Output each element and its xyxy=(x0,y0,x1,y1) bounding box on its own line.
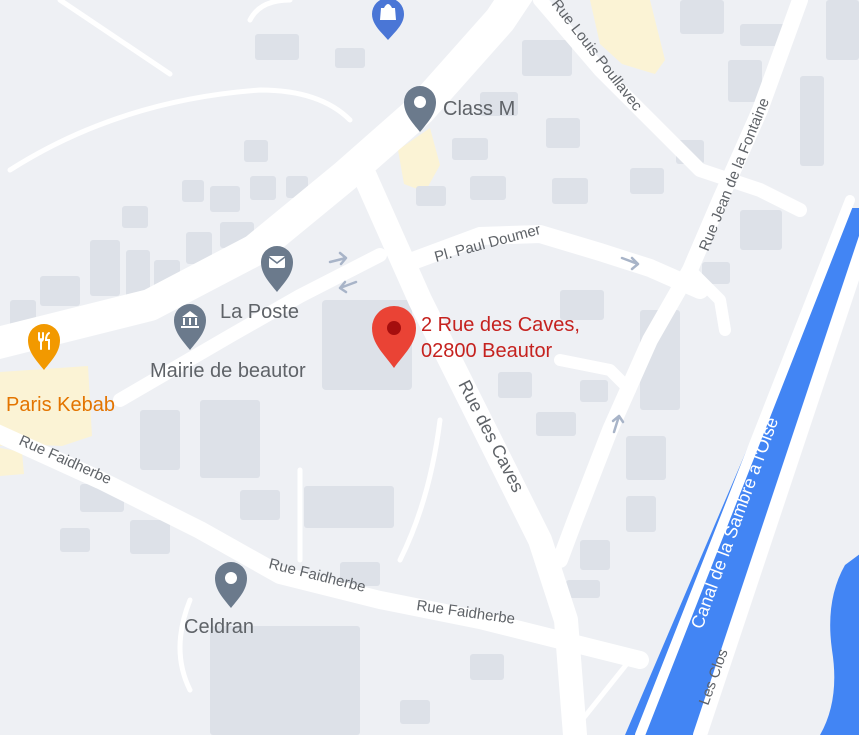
poi-shop[interactable] xyxy=(372,0,404,40)
building xyxy=(240,490,280,520)
footpath xyxy=(177,597,193,693)
poi-mairie[interactable]: Mairie de beautor xyxy=(150,304,306,382)
building xyxy=(560,290,604,320)
poi-label-la-poste: La Poste xyxy=(220,301,299,323)
building xyxy=(552,178,588,204)
connector-road xyxy=(554,354,636,396)
building xyxy=(800,76,824,166)
river-water xyxy=(820,554,859,735)
poi-label-celdran: Celdran xyxy=(184,616,254,638)
poi-label-paris-kebab: Paris Kebab xyxy=(6,394,115,416)
building xyxy=(60,528,90,552)
rue-faidherbe-road xyxy=(0,424,649,669)
building xyxy=(826,0,859,60)
building xyxy=(470,176,506,200)
building xyxy=(200,400,260,478)
canal-towpath xyxy=(693,235,859,735)
one-way-arrows xyxy=(328,251,640,434)
selected-pin-dot xyxy=(387,321,401,335)
building xyxy=(702,262,730,284)
yellow-area-class-m xyxy=(398,128,440,192)
building xyxy=(255,34,299,60)
building xyxy=(182,180,204,202)
poi-celdran[interactable]: Celdran xyxy=(184,562,254,638)
building xyxy=(140,410,180,470)
footpath xyxy=(397,417,443,563)
building xyxy=(40,276,80,306)
yellow-areas xyxy=(0,0,665,476)
building xyxy=(90,240,120,296)
building xyxy=(566,580,600,598)
building xyxy=(470,654,504,680)
building xyxy=(580,540,610,570)
louis-poullavec-road xyxy=(533,0,807,217)
footpath xyxy=(7,87,353,173)
yellow-area-top xyxy=(590,0,665,74)
selected-address-line2: 02800 Beautor xyxy=(421,340,553,362)
building xyxy=(244,140,268,162)
poi-label-class-m: Class M xyxy=(443,98,515,120)
one-way-arrow-icon xyxy=(338,280,358,294)
footpath xyxy=(57,0,173,77)
building xyxy=(210,186,240,212)
building xyxy=(522,40,572,76)
poi-label-mairie: Mairie de beautor xyxy=(150,360,306,382)
building xyxy=(630,168,664,194)
building xyxy=(626,496,656,532)
poi-class-m[interactable]: Class M xyxy=(404,86,515,132)
building xyxy=(335,48,365,68)
building xyxy=(626,436,666,480)
building xyxy=(186,232,212,264)
fork-knife-icon xyxy=(28,324,60,370)
main-road xyxy=(0,0,533,359)
building xyxy=(740,210,782,250)
map-pin-icon xyxy=(404,86,436,132)
selected-address-line1: 2 Rue des Caves, xyxy=(421,314,580,336)
canal-bank-road xyxy=(635,195,855,735)
building xyxy=(536,412,576,436)
building xyxy=(250,176,276,200)
building xyxy=(130,520,170,554)
footpath xyxy=(247,0,293,23)
pin-hole xyxy=(414,96,426,108)
building xyxy=(416,186,446,206)
building xyxy=(480,92,518,116)
building xyxy=(546,118,580,148)
jean-fontaine-road xyxy=(552,0,808,568)
shopping-bag-glyph xyxy=(380,4,396,20)
building xyxy=(400,700,430,724)
city-hall-glyph xyxy=(181,311,199,328)
building xyxy=(122,206,148,228)
yellow-area-kebab xyxy=(0,366,92,446)
poi-la-poste[interactable]: La Poste xyxy=(220,246,299,323)
pin-hole xyxy=(225,572,237,584)
envelope-flap xyxy=(268,256,286,264)
building xyxy=(580,380,608,402)
one-way-arrow-icon xyxy=(620,256,640,271)
one-way-arrow-icon xyxy=(328,251,348,266)
building xyxy=(340,562,380,586)
map-pin-icon xyxy=(215,562,247,608)
building xyxy=(728,60,762,102)
fork-knife-glyph xyxy=(38,332,50,350)
building xyxy=(498,372,532,398)
building xyxy=(680,0,724,34)
building xyxy=(452,138,488,160)
buildings-layer xyxy=(10,0,859,735)
yellow-area-left xyxy=(0,448,24,476)
building xyxy=(210,626,360,735)
poi-paris-kebab[interactable]: Paris Kebab xyxy=(6,324,115,416)
selected-pin-icon xyxy=(372,306,416,368)
paul-doumer-road xyxy=(401,225,709,299)
one-way-arrow-icon xyxy=(611,414,625,434)
building xyxy=(304,486,394,528)
selected-place-marker[interactable]: 2 Rue des Caves, 02800 Beautor xyxy=(372,306,580,368)
parallel-road xyxy=(113,248,387,407)
connector-road xyxy=(684,264,731,336)
building xyxy=(126,250,150,300)
